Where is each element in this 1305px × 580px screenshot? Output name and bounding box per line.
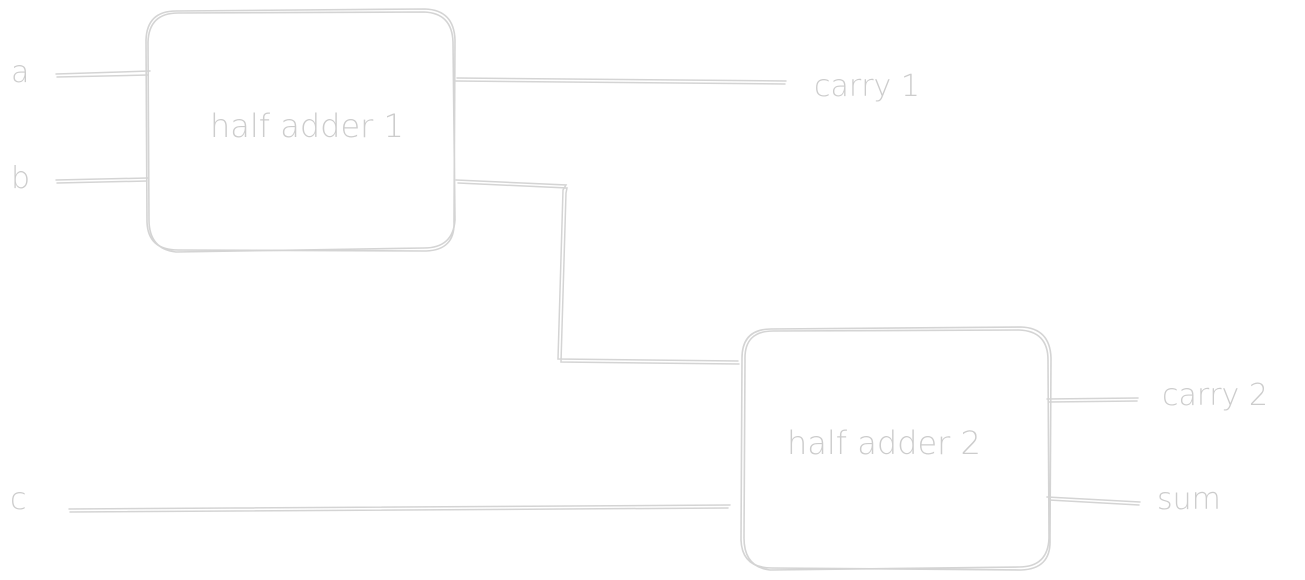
half-adder-1-outline-sketch: [147, 11, 456, 253]
wire-carry-2: [1046, 397, 1139, 403]
input-c-label: c: [10, 482, 27, 517]
half-adder-2-outline: [740, 326, 1052, 571]
output-carry-2-label: carry 2: [1162, 378, 1268, 413]
half-adder-2-outline-sketch: [743, 329, 1050, 571]
input-labels: a b c: [10, 55, 30, 517]
wire-sum-1-to-half-adder-2: [455, 179, 740, 365]
wire-c: [68, 504, 731, 513]
half-adder-2-label: half adder 2: [787, 424, 981, 462]
wire-sum: [1046, 496, 1141, 506]
half-adder-1-block: half adder 1: [145, 8, 456, 253]
half-adder-2-block: half adder 2: [740, 326, 1052, 571]
wire-b: [55, 177, 149, 184]
half-adder-1-label: half adder 1: [210, 107, 404, 145]
output-sum-label: sum: [1157, 482, 1221, 517]
wire-a: [55, 70, 151, 78]
wires: [55, 70, 1141, 513]
output-labels: carry 1 carry 2 sum: [814, 69, 1268, 517]
input-a-label: a: [11, 55, 29, 90]
output-carry-1-label: carry 1: [814, 69, 920, 104]
wire-carry-1: [455, 77, 787, 85]
input-b-label: b: [11, 161, 30, 196]
half-adder-1-outline: [145, 8, 456, 252]
